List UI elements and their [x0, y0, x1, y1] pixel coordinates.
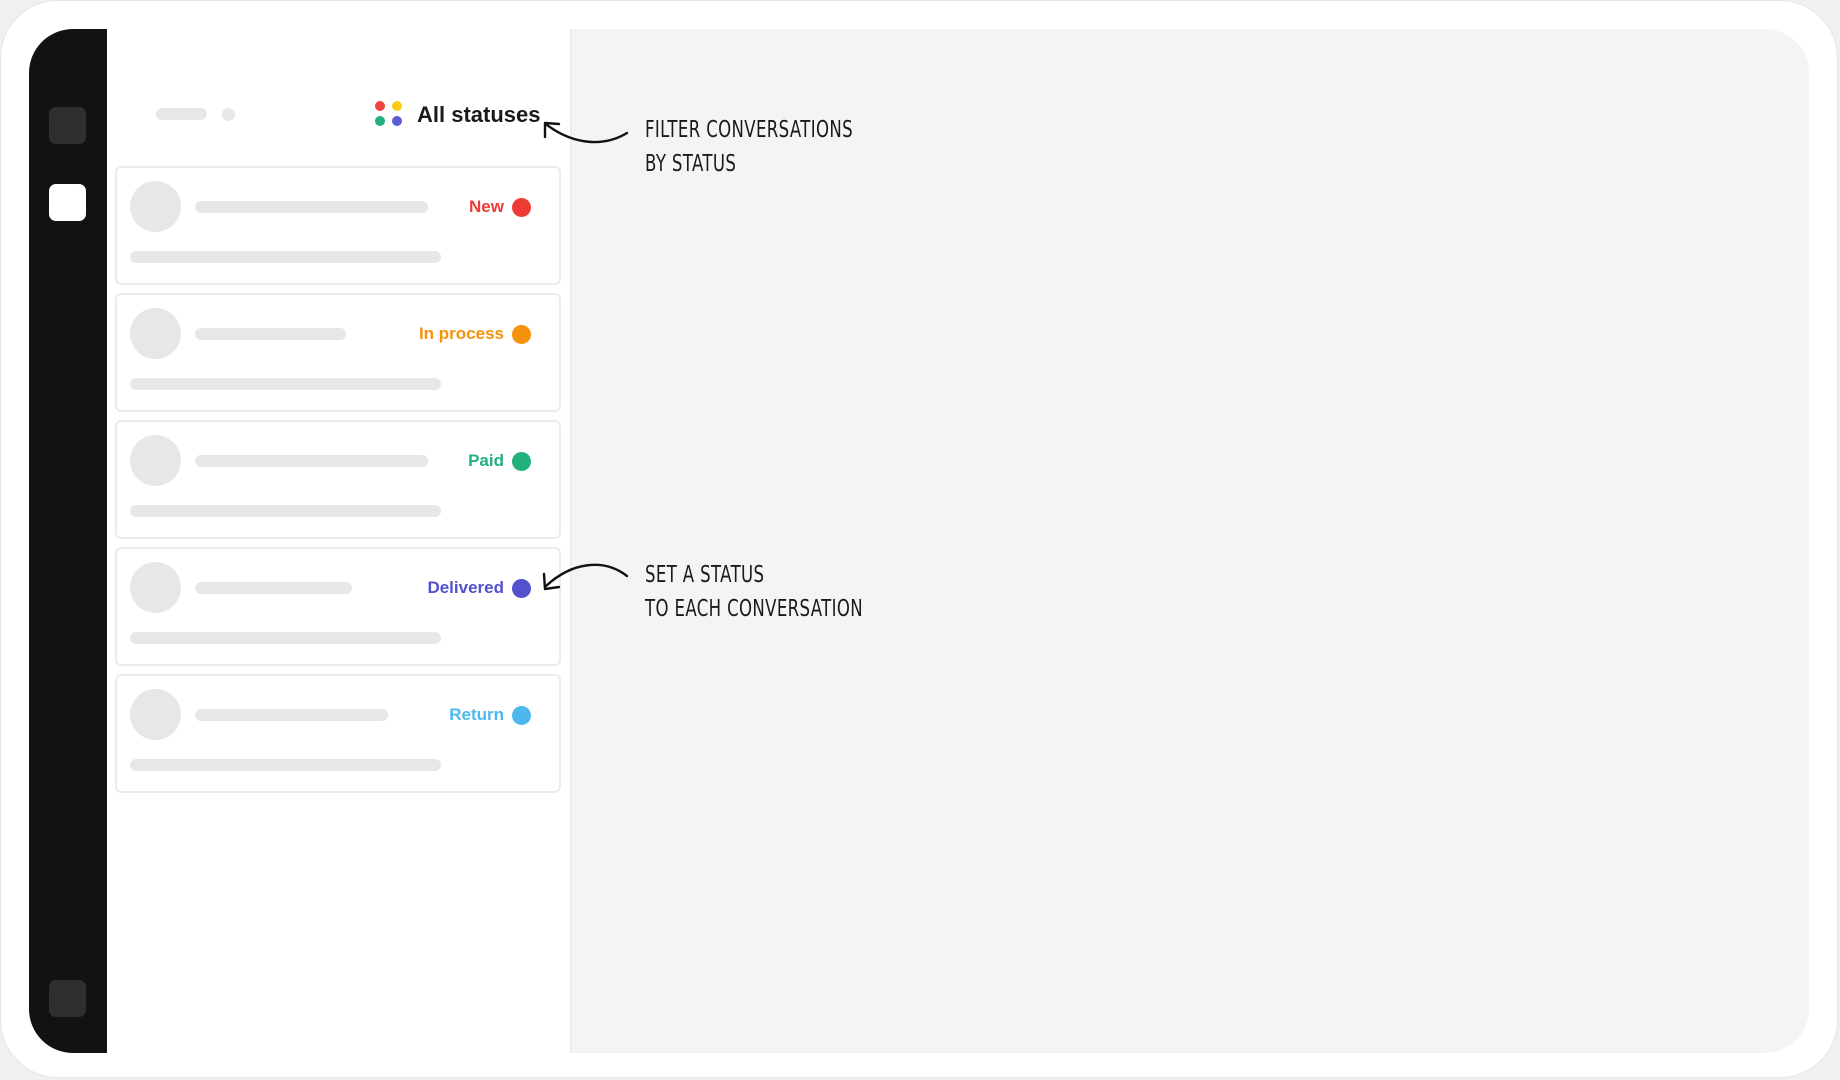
status-dot-icon: [512, 324, 531, 344]
status-annotation-line-1: Set a status: [645, 562, 765, 588]
status-filter-label: All statuses: [417, 102, 541, 127]
status-badge[interactable]: Delivered: [427, 577, 531, 599]
status-label: In process: [418, 324, 504, 343]
palette-dot-purple: [392, 116, 402, 126]
filter-annotation-line-1: Filter conversations: [645, 117, 853, 143]
header-title-skeleton: [156, 108, 207, 120]
contact-name-skeleton: [195, 709, 388, 721]
conversation-card[interactable]: In process: [115, 293, 561, 412]
status-filter-dropdown[interactable]: All statuses: [375, 97, 541, 133]
status-dot-icon: [512, 705, 531, 725]
app-screen: All statuses New In process: [29, 29, 1809, 1053]
avatar: [130, 689, 181, 740]
message-preview-skeleton: [130, 632, 441, 644]
avatar: [130, 308, 181, 359]
message-preview-skeleton: [130, 759, 441, 771]
message-preview-skeleton: [130, 505, 441, 517]
status-dot-icon: [512, 578, 531, 598]
nav-item-bottom[interactable]: [49, 980, 86, 1017]
status-label: Paid: [468, 451, 504, 470]
contact-name-skeleton: [195, 582, 352, 594]
contact-name-skeleton: [195, 201, 428, 213]
nav-item-1[interactable]: [49, 107, 86, 144]
status-annotation-line-2: to each conversation: [645, 596, 863, 622]
status-badge[interactable]: New: [469, 196, 531, 218]
avatar: [130, 562, 181, 613]
palette-dot-red: [375, 101, 385, 111]
contact-name-skeleton: [195, 455, 428, 467]
conversation-card[interactable]: Return: [115, 674, 561, 793]
contact-name-skeleton: [195, 328, 346, 340]
palette-dot-yellow: [392, 101, 402, 111]
list-header: All statuses: [107, 29, 572, 169]
conversation-card[interactable]: Delivered: [115, 547, 561, 666]
status-badge[interactable]: In process: [419, 323, 531, 345]
status-arrow-icon: [542, 563, 629, 591]
filter-annotation: Filter conversations by status: [645, 113, 853, 181]
palette-dot-green: [375, 116, 385, 126]
avatar: [130, 435, 181, 486]
status-badge[interactable]: Paid: [468, 450, 531, 472]
status-dot-icon: [512, 451, 531, 471]
avatar: [130, 181, 181, 232]
message-preview-skeleton: [130, 251, 441, 263]
status-dot-icon: [512, 197, 531, 217]
conversation-card[interactable]: Paid: [115, 420, 561, 539]
header-count-skeleton: [222, 108, 235, 121]
filter-annotation-line-2: by status: [645, 151, 737, 177]
nav-rail: [29, 29, 107, 1053]
nav-item-conversations-active[interactable]: [49, 184, 86, 221]
conversation-card[interactable]: New: [115, 166, 561, 285]
status-annotation: Set a status to each conversation: [645, 558, 863, 626]
conversation-list-panel: All statuses New In process: [107, 29, 572, 1053]
status-badge[interactable]: Return: [449, 704, 531, 726]
status-label: New: [469, 197, 504, 216]
status-label: Delivered: [427, 578, 504, 597]
status-label: Return: [449, 705, 504, 724]
message-preview-skeleton: [130, 378, 441, 390]
status-palette-icon: [375, 101, 403, 129]
filter-arrow-icon: [543, 121, 629, 144]
